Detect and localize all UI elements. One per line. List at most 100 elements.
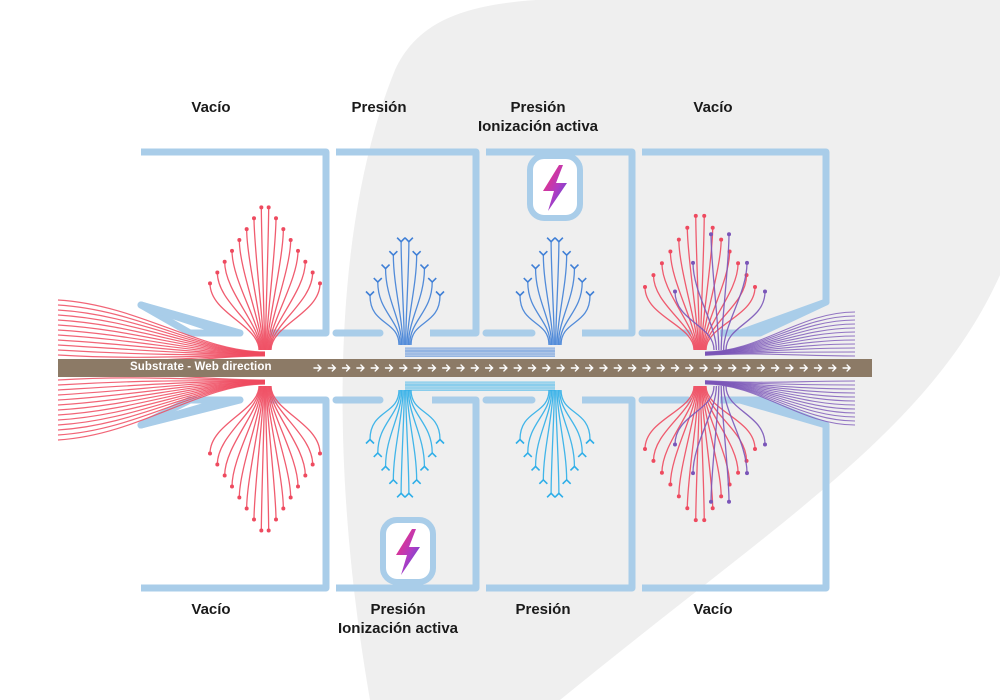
arrow-right-icon xyxy=(570,364,580,372)
arrow-right-icon xyxy=(527,364,537,372)
arrow-right-icon xyxy=(785,364,794,372)
flow-line xyxy=(527,389,551,453)
flow-line xyxy=(692,262,718,351)
flow-line xyxy=(270,283,321,351)
chamber-wall xyxy=(332,396,480,592)
flow-line xyxy=(695,385,701,521)
flow-line xyxy=(644,385,695,450)
flow-endpoint xyxy=(668,482,673,487)
flow-line xyxy=(700,227,714,351)
flow-line xyxy=(238,239,263,351)
flow-line xyxy=(559,389,583,453)
flow-line xyxy=(267,385,299,487)
flow-line xyxy=(678,385,699,497)
flow-endpoint xyxy=(208,451,212,456)
lightning-bolt-icon xyxy=(396,529,420,575)
flow-endpoint xyxy=(274,216,278,221)
flow-endpoint xyxy=(685,225,690,230)
flow-endpoint xyxy=(288,237,293,242)
flow-arrowhead xyxy=(577,277,587,284)
flow-arrowhead xyxy=(554,492,564,498)
chambers xyxy=(137,148,830,592)
flow-endpoint xyxy=(222,473,227,478)
flow-lines xyxy=(57,205,856,533)
arrow-right-icon xyxy=(627,364,637,372)
flow-arrowhead xyxy=(419,264,430,270)
flow-arrowhead xyxy=(538,478,548,485)
flow-endpoint xyxy=(296,248,300,253)
flow-line xyxy=(392,389,404,480)
arrow-right-icon xyxy=(470,364,480,372)
flow-line xyxy=(224,385,262,476)
label-line: Ionización activa xyxy=(337,620,459,637)
arrow-right-icon xyxy=(585,364,594,372)
flow-endpoint xyxy=(673,289,677,294)
flow-endpoint xyxy=(710,506,715,511)
arrow-right-icon xyxy=(742,364,751,372)
flow-line xyxy=(216,385,261,465)
flow-endpoint xyxy=(736,470,741,475)
flow-line xyxy=(246,385,264,509)
flow-endpoint xyxy=(318,281,322,286)
arrow-right-icon xyxy=(499,364,508,372)
flow-arrowhead xyxy=(380,465,391,471)
flow-endpoint xyxy=(727,232,731,237)
flow-endpoint xyxy=(230,484,234,489)
flow-line xyxy=(534,268,553,346)
flow-line xyxy=(384,389,403,467)
flow-endpoint xyxy=(691,260,695,265)
flow-line xyxy=(699,215,705,351)
flow-line xyxy=(409,389,433,453)
flow-endpoint xyxy=(237,495,242,500)
flow-line xyxy=(674,291,715,351)
flow-endpoint xyxy=(710,225,715,230)
flow-arrowhead xyxy=(396,237,406,243)
flow-endpoint xyxy=(318,451,322,456)
flow-endpoint xyxy=(237,237,242,242)
flow-endpoint xyxy=(673,442,677,447)
flow-line xyxy=(267,385,292,498)
flow-arrowhead xyxy=(515,290,525,297)
flow-line xyxy=(703,263,739,351)
flow-endpoint xyxy=(208,281,212,286)
flow-line xyxy=(644,286,695,351)
flow-line xyxy=(410,389,441,440)
flow-endpoint xyxy=(215,270,220,275)
flow-line xyxy=(550,241,555,346)
chamber-baffle xyxy=(137,396,230,429)
flow-line xyxy=(722,385,748,474)
flow-line xyxy=(266,385,284,509)
flow-arrowhead xyxy=(538,250,548,257)
flow-arrowhead xyxy=(427,277,437,284)
chamber-baffle xyxy=(736,298,830,337)
flow-line xyxy=(542,389,554,480)
flow-line xyxy=(701,385,722,497)
flow-endpoint xyxy=(659,470,664,475)
flow-line xyxy=(722,262,748,351)
flow-endpoint xyxy=(303,473,308,478)
flow-line xyxy=(652,385,696,461)
flow-endpoint xyxy=(281,506,286,511)
flow-line xyxy=(216,272,261,351)
arrow-right-icon xyxy=(327,364,337,372)
flow-line xyxy=(725,291,766,351)
flow-line xyxy=(267,250,299,351)
arrow-right-icon xyxy=(656,364,666,372)
flow-line xyxy=(560,295,591,346)
flow-arrowhead xyxy=(373,277,383,284)
arrow-right-icon xyxy=(356,364,365,372)
flow-endpoint xyxy=(274,517,278,522)
ionization-box xyxy=(527,153,583,221)
flow-line xyxy=(231,385,263,487)
flow-endpoint xyxy=(745,260,749,265)
ionization-box xyxy=(380,517,436,585)
flow-line xyxy=(720,234,730,351)
flow-endpoint xyxy=(719,237,724,242)
flow-arrowhead xyxy=(435,290,445,297)
flow-line xyxy=(560,389,591,440)
flow-line xyxy=(702,385,731,485)
flow-arrowhead xyxy=(569,264,580,270)
flow-line xyxy=(265,385,277,520)
flow-endpoint xyxy=(753,285,757,289)
chamber-wall xyxy=(137,396,330,592)
